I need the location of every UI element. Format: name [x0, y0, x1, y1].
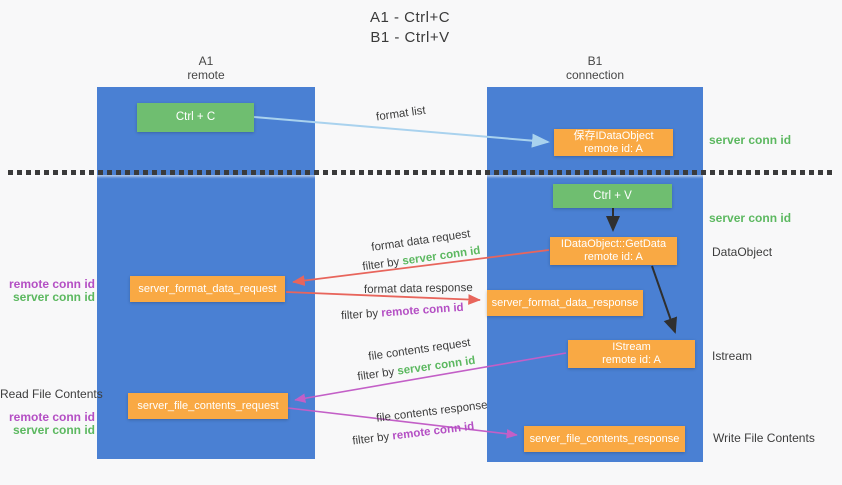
getdata-line2: remote id: A: [584, 251, 643, 263]
istream-line1: IStream: [612, 341, 651, 353]
read-file-contents-label: Read File Contents: [0, 387, 103, 401]
remote-conn-id-text: remote conn id: [380, 301, 464, 320]
ctrl-c-label: Ctrl + C: [175, 111, 216, 123]
save-idataobject-node: 保存IDataObject remote id: A: [554, 129, 673, 156]
server-file-contents-response-node: server_file_contents_response: [524, 426, 685, 452]
istream-side-label: Istream: [712, 349, 753, 363]
server-format-data-request-label: server_format_data_request: [138, 282, 277, 295]
lane-right-name: B1: [587, 54, 603, 68]
server-format-data-response-node: server_format_data_response: [487, 290, 643, 316]
lane-left-name: A1: [198, 54, 214, 68]
save-idataobject-line2: remote id: A: [584, 142, 643, 155]
server-conn-id-text: server conn id: [396, 354, 477, 378]
ctrl-v-node: Ctrl + V: [553, 184, 672, 208]
title-line-ctrl-c: A1 - Ctrl+C: [369, 9, 451, 26]
ctrl-c-node: Ctrl + C: [137, 103, 254, 132]
istream-node: IStream remote id: A: [568, 340, 695, 368]
filter-by-text: filter by: [356, 366, 396, 384]
left-server-conn-id-upper: server conn id: [12, 290, 95, 304]
separator-dotted-line: [8, 170, 834, 175]
right-server-conn-id-top: server conn id: [709, 133, 792, 147]
filter-by-text: filter by: [361, 256, 401, 274]
ctrl-v-label: Ctrl + V: [593, 189, 632, 202]
lane-left-subtitle: remote: [187, 67, 225, 82]
idataobject-getdata-node: IDataObject::GetData remote id: A: [550, 237, 677, 265]
left-remote-conn-id-upper: remote conn id: [8, 277, 95, 291]
lane-header-remote: A1 remote: [97, 54, 315, 82]
left-remote-conn-id-lower: remote conn id: [8, 410, 95, 424]
remote-conn-id-text: remote conn id: [391, 420, 475, 443]
title-line-ctrl-v: B1 - Ctrl+V: [370, 29, 450, 46]
server-file-contents-response-label: server_file_contents_response: [529, 432, 680, 445]
server-file-contents-request-node: server_file_contents_request: [128, 393, 288, 419]
filter-by-text: filter by: [351, 431, 390, 448]
format-list-label: format list: [375, 104, 427, 124]
server-file-contents-request-label: server_file_contents_request: [137, 399, 279, 412]
dataobject-label: DataObject: [712, 245, 773, 259]
right-server-conn-id-mid: server conn id: [709, 211, 792, 225]
file-contents-response-filter-label: filter by remote conn id: [352, 421, 475, 448]
diagram-title: A1 - Ctrl+C B1 - Ctrl+V: [0, 8, 820, 48]
server-conn-id-text: server conn id: [401, 244, 482, 268]
server-format-data-request-node: server_format_data_request: [130, 276, 285, 302]
write-file-contents-label: Write File Contents: [713, 431, 815, 445]
server-format-data-response-label: server_format_data_response: [491, 296, 639, 309]
format-data-response-label: format data response: [363, 282, 473, 296]
lane-header-connection: B1 connection: [487, 54, 703, 82]
filter-by-text: filter by: [340, 307, 379, 323]
istream-line2: remote id: A: [602, 354, 661, 366]
left-server-conn-id-lower: server conn id: [12, 423, 95, 437]
format-data-response-filter-label: filter by remote conn id: [341, 302, 464, 323]
lane-right-subtitle: connection: [565, 67, 625, 82]
save-idataobject-line1: 保存IDataObject: [573, 129, 654, 142]
getdata-line1: IDataObject::GetData: [560, 238, 667, 250]
